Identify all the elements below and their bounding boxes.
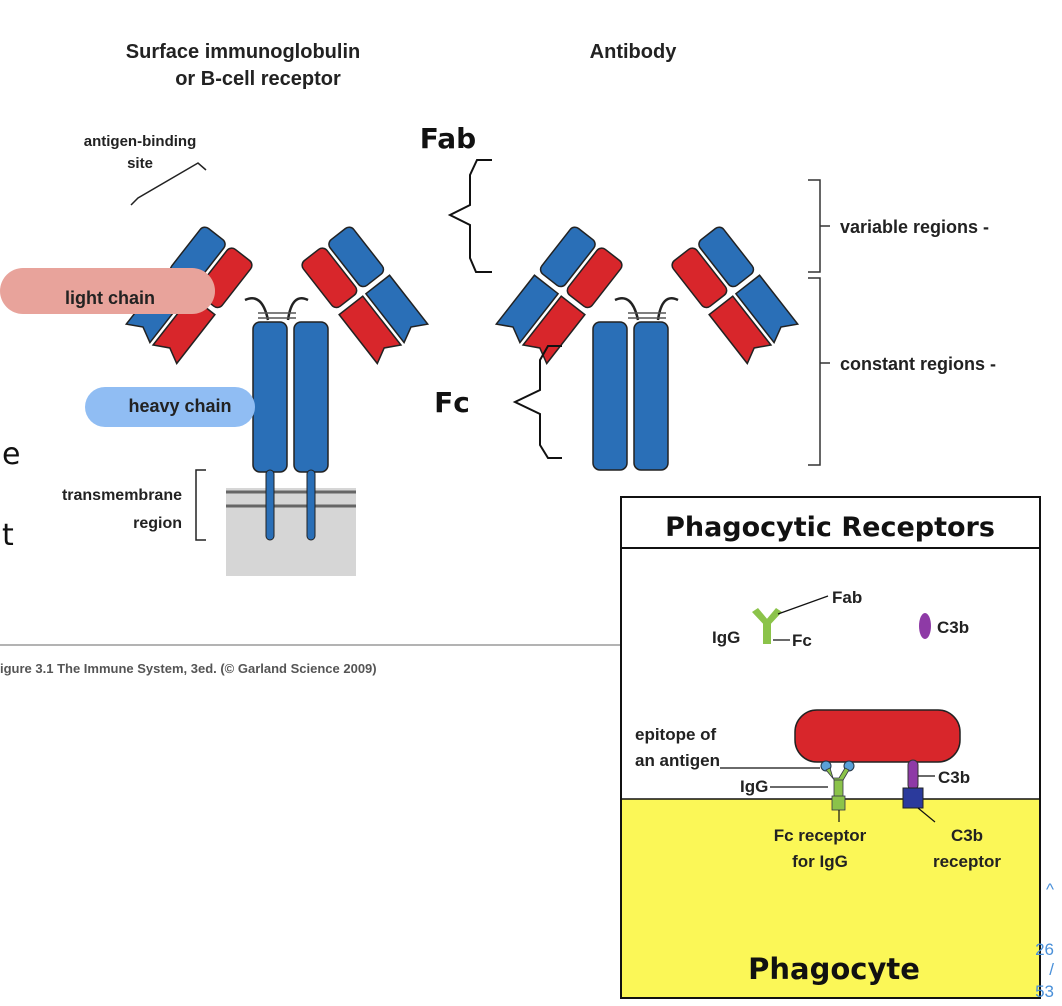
fc-brace [512, 345, 562, 459]
legend-fc: Fc [792, 631, 812, 650]
ab-right-arm [671, 226, 800, 365]
antigen-binding-label-1: antigen-binding [84, 133, 196, 150]
light-chain-highlight [0, 268, 215, 314]
phagocyte-label: Phagocyte [748, 952, 920, 986]
bound-igg [820, 760, 855, 799]
membrane [226, 488, 356, 576]
heavy-chain-label: heavy chain [128, 396, 231, 416]
antigen-site-bracket [130, 162, 207, 206]
handwriting-t: t [2, 518, 14, 553]
heavy-chain-highlight [85, 387, 255, 427]
legend-igg: IgG [712, 628, 740, 647]
transmembrane-label-1: transmembrane [62, 487, 182, 504]
fc-label: Fc [434, 386, 470, 419]
c3b-receptor-label-1: C3b [951, 826, 983, 845]
antigen-cell [794, 709, 961, 763]
c3b-receptor [902, 787, 924, 809]
c3b-icon [919, 613, 931, 639]
variable-regions-label: variable regions - [840, 217, 989, 237]
bound-c3b [907, 759, 919, 791]
constant-regions-label: constant regions - [840, 354, 996, 374]
page-up-button[interactable]: ^ [1046, 880, 1054, 900]
page-current: 26 [1035, 940, 1054, 959]
fc-receptor-label-1: Fc receptor [774, 826, 867, 845]
fab-label: Fab [420, 122, 476, 155]
ab-left-arm [494, 226, 623, 365]
antibody-title: Antibody [590, 41, 678, 63]
chevron-up-icon: ^ [1046, 880, 1054, 899]
fab-brace [447, 159, 492, 273]
bcr-title-line2: or B-cell receptor [175, 68, 341, 90]
c3b-receptor-label-2: receptor [933, 852, 1001, 871]
c3b-label: C3b [938, 768, 970, 787]
igg-label: IgG [740, 777, 768, 796]
handwriting-e: e [2, 437, 20, 472]
fc-receptor-label-2: for IgG [792, 852, 848, 871]
antibody-diagram: Antibody Fab Fc variable regions - const… [420, 41, 996, 471]
transmembrane-label-2: region [133, 515, 182, 532]
light-chain-label: light chain [65, 288, 155, 308]
antigen-binding-label-2: site [127, 155, 153, 172]
phagocytic-panel: Phagocytic Receptors IgG Fab Fc C3b epit… [620, 496, 1041, 999]
page-total: 53 [1035, 982, 1054, 1001]
bcr-diagram: Surface immunoglobulin or B-cell recepto… [0, 41, 430, 576]
epitope-label-1: epitope of [635, 725, 717, 744]
legend-fab: Fab [832, 588, 862, 607]
epitope-label-2: an antigen [635, 751, 720, 770]
panel-title: Phagocytic Receptors [665, 512, 995, 543]
bcr-right-arm [301, 226, 430, 365]
igg-icon [752, 608, 782, 644]
page-separator: / [1049, 960, 1054, 979]
figure-caption: igure 3.1 The Immune System, 3ed. (© Gar… [0, 661, 377, 676]
legend-c3b: C3b [937, 618, 969, 637]
bcr-title-line1: Surface immunoglobulin [126, 41, 360, 63]
fc-receptor [831, 795, 846, 811]
phagocyte-cell [622, 799, 1039, 997]
